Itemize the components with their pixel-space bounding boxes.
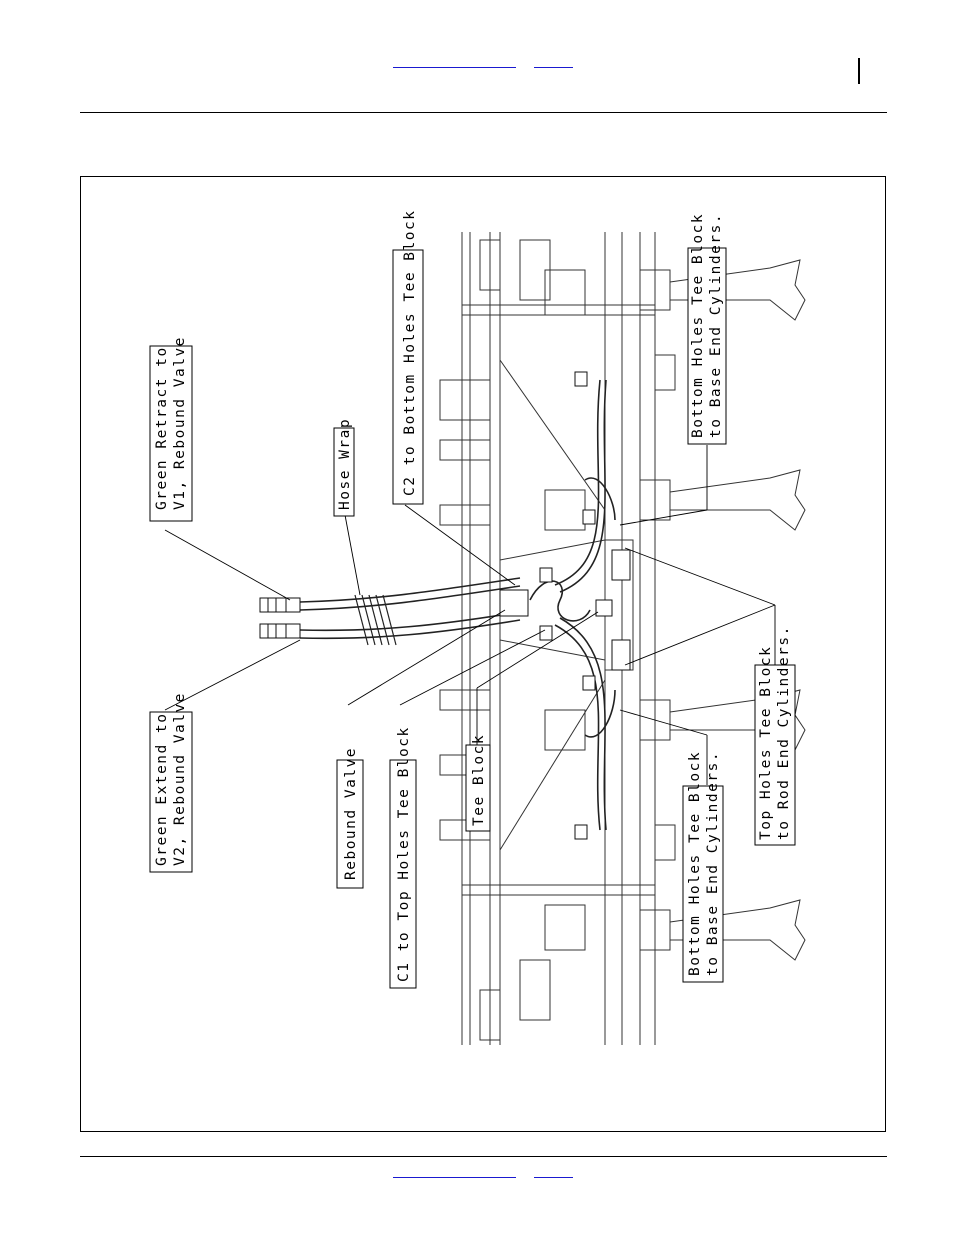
bottom-base-left-line-2: to Base End Cylinders. — [705, 751, 721, 976]
callout-c2-bottom: C2 to Bottom Holes Tee Block — [393, 210, 423, 504]
callout-hose-wrap: Hose Wrap — [334, 418, 354, 516]
bottom-base-right-line-2: to Base End Cylinders. — [708, 213, 724, 438]
bottom-base-right-line-1: Bottom Holes Tee Block — [690, 213, 706, 438]
green-retract-line-2: V1, Rebound Valve — [172, 336, 188, 510]
callout-c1-top: C1 to Top Holes Tee Block — [390, 726, 416, 988]
callout-green-extend: Green Extend to V2, Rebound Valve — [150, 692, 192, 872]
green-extend-line-1: Green Extend to — [154, 713, 170, 866]
callout-bottom-base-right: Bottom Holes Tee Block to Base End Cylin… — [688, 213, 726, 444]
rebound-valve-label: Rebound Valve — [343, 747, 359, 880]
callout-bottom-base-left: Bottom Holes Tee Block to Base End Cylin… — [683, 751, 723, 982]
green-retract-line-1: Green Retract to — [154, 346, 170, 510]
hose-wrap-label: Hose Wrap — [337, 418, 353, 510]
c1-top-label: C1 to Top Holes Tee Block — [396, 726, 412, 982]
c2-bottom-label: C2 to Bottom Holes Tee Block — [402, 210, 418, 496]
green-extend-line-2: V2, Rebound Valve — [172, 692, 188, 866]
top-rod-line-2: to Rod End Cylinders. — [776, 625, 792, 840]
callout-tee-block: Tee Block — [466, 734, 490, 831]
callout-rebound-valve: Rebound Valve — [337, 747, 363, 888]
toolbar-frame-drawing — [440, 232, 805, 1045]
callout-green-retract: Green Retract to V1, Rebound Valve — [150, 336, 192, 521]
bottom-base-left-line-1: Bottom Holes Tee Block — [687, 751, 703, 976]
hose-couplers — [260, 598, 300, 638]
rebound-valve-and-tee-blocks — [500, 372, 630, 839]
tee-block-label: Tee Block — [471, 734, 487, 826]
top-rod-line-1: Top Holes Tee Block — [758, 646, 774, 840]
